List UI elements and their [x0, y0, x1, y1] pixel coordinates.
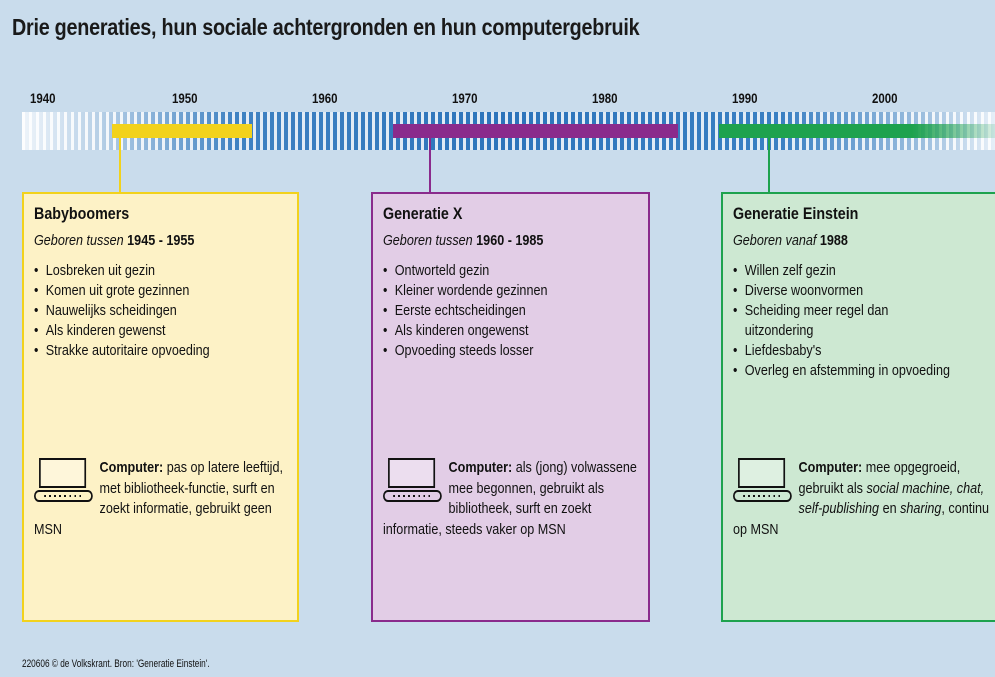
list-item: Losbreken uit gezin: [34, 261, 286, 281]
generatie-x-range-bar: [393, 124, 678, 138]
generation-name: Generatie X: [383, 204, 463, 223]
babyboomers-connector: [119, 138, 121, 192]
year-label: 1990: [732, 90, 758, 106]
list-item: Kleiner wordende gezinnen: [383, 281, 635, 301]
year-label: 1970: [452, 90, 478, 106]
page-title: Drie generaties, hun sociale achtergrond…: [12, 14, 640, 40]
list-item: Liefdesbaby's: [733, 341, 985, 361]
generation-name: Babyboomers: [34, 204, 130, 223]
list-item: Ontworteld gezin: [383, 261, 635, 281]
list-item: Opvoeding steeds losser: [383, 341, 635, 361]
list-item: Eerste echtscheidingen: [383, 301, 635, 321]
generatie-x-box: Generatie X Geboren tussen 1960 - 1985 O…: [371, 192, 650, 622]
year-label: 1960: [312, 90, 338, 106]
generatie-x-connector: [429, 138, 431, 192]
list-item: Strakke autoritaire opvoeding: [34, 341, 286, 361]
computer-icon: [34, 458, 94, 502]
generation-name: Generatie Einstein: [733, 204, 859, 223]
list-item: Overleg en afstemming in opvoeding: [733, 361, 955, 381]
list-item: Willen zelf gezin: [733, 261, 985, 281]
generatie-einstein-box: Generatie Einstein Geboren vanaf 1988 Wi…: [721, 192, 995, 622]
computer-icon: [383, 458, 443, 502]
computer-icon: [733, 458, 793, 502]
birth-range: Geboren tussen 1960 - 1985: [383, 232, 544, 249]
source-credit: 220606 © de Volkskrant. Bron: 'Generatie…: [22, 658, 210, 670]
year-label: 1980: [592, 90, 618, 106]
year-label: 1940: [30, 90, 56, 106]
computer-usage: Computer: mee opgegroeid, gebruikt als s…: [733, 458, 990, 538]
year-label: 2000: [872, 90, 898, 106]
list-item: Als kinderen gewenst: [34, 321, 286, 341]
babyboomers-range-bar: [112, 124, 252, 138]
list-item: Nauwelijks scheidingen: [34, 301, 286, 321]
year-label: 1950: [172, 90, 198, 106]
list-item: Als kinderen ongewenst: [383, 321, 635, 341]
birth-range: Geboren tussen 1945 - 1955: [34, 232, 195, 249]
trait-list: Losbreken uit gezin Komen uit grote gezi…: [34, 261, 286, 361]
generatie-einstein-range-bar: [719, 124, 995, 138]
generatie-einstein-connector: [768, 138, 770, 192]
list-item: Diverse woonvormen: [733, 281, 985, 301]
babyboomers-box: Babyboomers Geboren tussen 1945 - 1955 L…: [22, 192, 299, 622]
birth-range: Geboren vanaf 1988: [733, 232, 848, 249]
computer-usage: Computer: pas op latere leeftijd, met bi…: [34, 458, 283, 538]
list-item: Komen uit grote gezinnen: [34, 281, 286, 301]
trait-list: Willen zelf gezin Diverse woonvormen Sch…: [733, 261, 985, 381]
trait-list: Ontworteld gezin Kleiner wordende gezinn…: [383, 261, 635, 361]
computer-usage: Computer: als (jong) volwassene mee bego…: [383, 458, 637, 538]
list-item: Scheiding meer regel dan uitzondering: [733, 301, 946, 341]
